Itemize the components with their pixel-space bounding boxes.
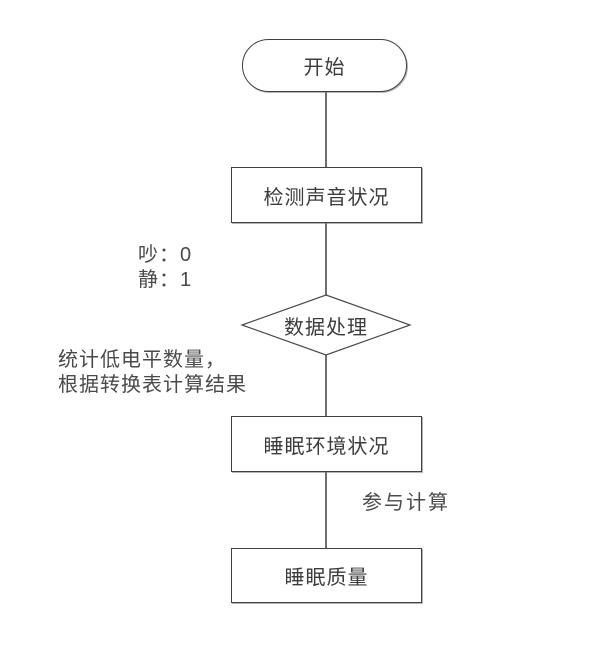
decision-node-label-wrap: 数据处理	[240, 294, 412, 356]
connector-environment-to-quality	[325, 472, 327, 549]
process-node-sleep-environment: 睡眠环境状况	[231, 416, 422, 472]
annotation-statistics: 统计低电平数量， 根据转换表计算结果	[58, 348, 247, 398]
sleep-quality-label: 睡眠质量	[284, 567, 369, 589]
process-node-detect-sound: 检测声音状况	[231, 167, 422, 223]
detect-sound-label: 检测声音状况	[263, 186, 390, 209]
annotation-participate-calc: 参与计算	[362, 491, 450, 516]
decision-node-label: 数据处理	[284, 316, 368, 339]
annotation-participate-text: 参与计算	[362, 492, 450, 514]
annotation-sound-values: 吵：0 静：1	[138, 243, 192, 293]
decision-node-data-processing	[240, 294, 412, 356]
connector-decision-to-environment	[325, 355, 327, 417]
connector-detect-to-decision	[325, 223, 327, 295]
process-node-sleep-quality: 睡眠质量	[231, 548, 422, 603]
start-node: 开始	[242, 39, 407, 92]
annotation-stats-line2: 根据转换表计算结果	[58, 374, 247, 396]
sleep-environment-label: 睡眠环境状况	[263, 435, 390, 458]
annotation-stats-line1: 统计低电平数量，	[58, 349, 226, 371]
annotation-quiet: 静：1	[138, 269, 193, 291]
start-node-label: 开始	[303, 57, 346, 79]
annotation-noisy: 吵：0	[138, 244, 193, 266]
decision-diamond-shape	[240, 294, 412, 356]
connector-start-to-detect	[325, 92, 327, 168]
